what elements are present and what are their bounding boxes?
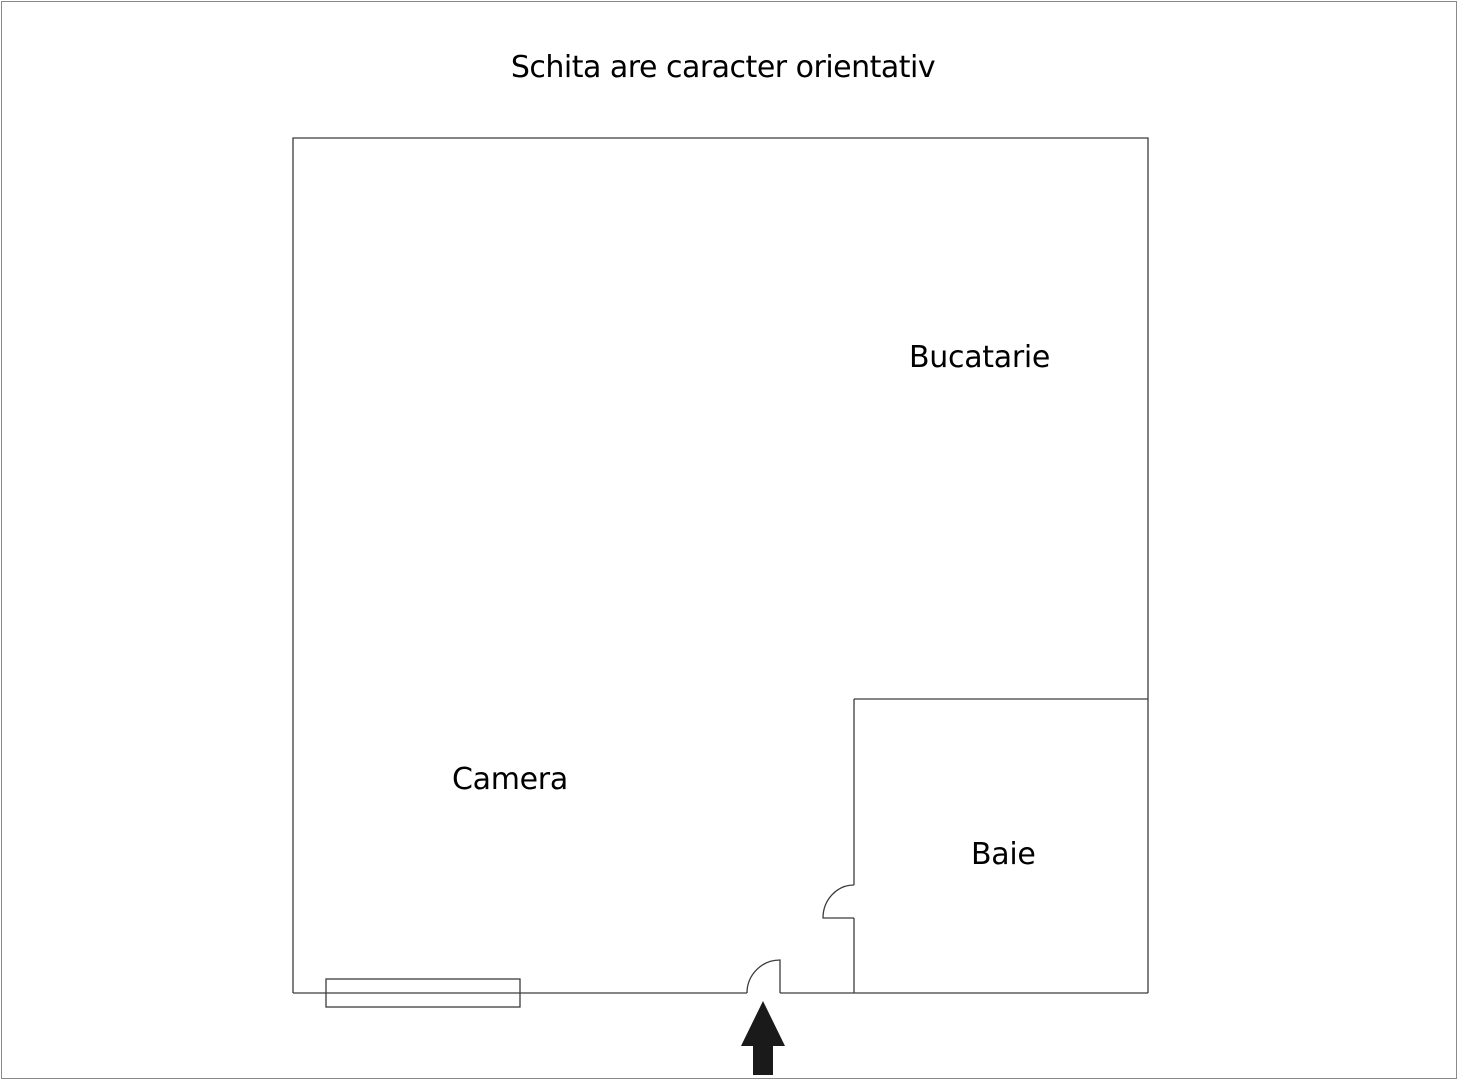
bathroom-door-swing bbox=[822, 884, 855, 919]
room-label-bucatarie: Bucatarie bbox=[909, 340, 1051, 375]
entrance-door-swing bbox=[746, 959, 781, 994]
plan-title: Schita are caracter orientativ bbox=[510, 50, 936, 85]
arrow-up-icon bbox=[741, 1001, 785, 1075]
window bbox=[325, 978, 521, 1008]
room-label-camera: Camera bbox=[452, 762, 568, 797]
room-label-baie: Baie bbox=[971, 837, 1036, 872]
outer-wall bbox=[292, 137, 1149, 993]
